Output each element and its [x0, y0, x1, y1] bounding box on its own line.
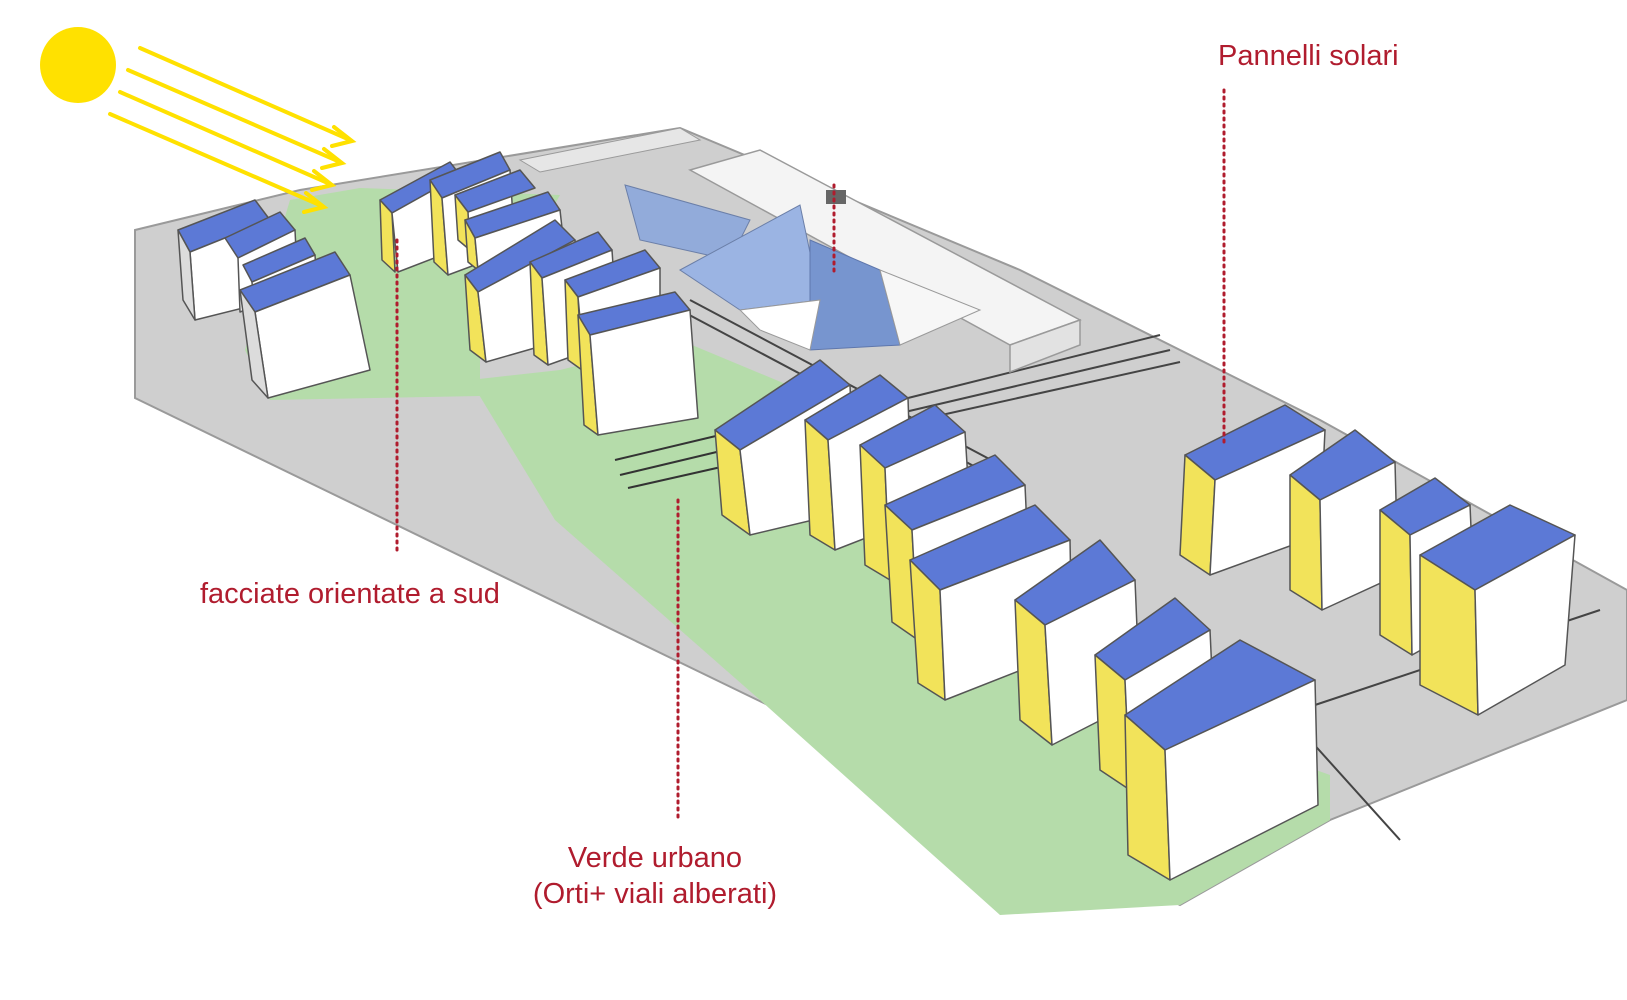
road-line-5	[909, 361, 1181, 423]
grey-paved-top-edge	[518, 127, 702, 173]
road-line-3	[899, 334, 1161, 401]
sun-ray-2-arrowhead	[320, 147, 347, 170]
central-glass-building	[624, 149, 1082, 374]
green-path-2	[619, 449, 726, 476]
label-urban-green: Verde urbano (Orti+ viali alberati)	[500, 840, 810, 912]
green-path-1	[614, 434, 721, 461]
label-south-facades: facciate orientate a sud	[200, 578, 500, 610]
sun-ray-4-arrowhead	[302, 191, 329, 214]
sun-ray-1-arrowhead	[330, 125, 357, 148]
sun-ray-2	[126, 68, 342, 164]
building-m8	[1124, 639, 1319, 881]
sun-ray-4	[108, 112, 324, 208]
buildings	[177, 151, 1576, 881]
sun-ray-1	[138, 46, 352, 142]
sun-ray-3	[118, 90, 332, 186]
building-e4	[1419, 504, 1576, 716]
roof-panel-small	[826, 190, 846, 204]
building-n8	[577, 291, 699, 436]
road-line-4	[904, 349, 1171, 413]
sun-ray-3-arrowhead	[310, 169, 337, 192]
label-solar-panels: Pannelli solari	[1218, 40, 1399, 72]
green-path-3	[627, 464, 731, 489]
building-w4	[239, 251, 371, 399]
road-line-7	[1309, 739, 1401, 841]
glass-facet-4	[879, 269, 982, 346]
long-white-block-side	[1009, 318, 1081, 374]
label-urban-green-line2: (Orti+ viali alberati)	[532, 878, 778, 910]
sun-rays	[108, 46, 357, 214]
sun-icon	[40, 27, 116, 103]
label-urban-green-line1: Verde urbano	[567, 842, 743, 874]
building-e2	[1289, 429, 1399, 611]
leader-lines	[395, 88, 1226, 824]
white-facet	[738, 299, 821, 351]
